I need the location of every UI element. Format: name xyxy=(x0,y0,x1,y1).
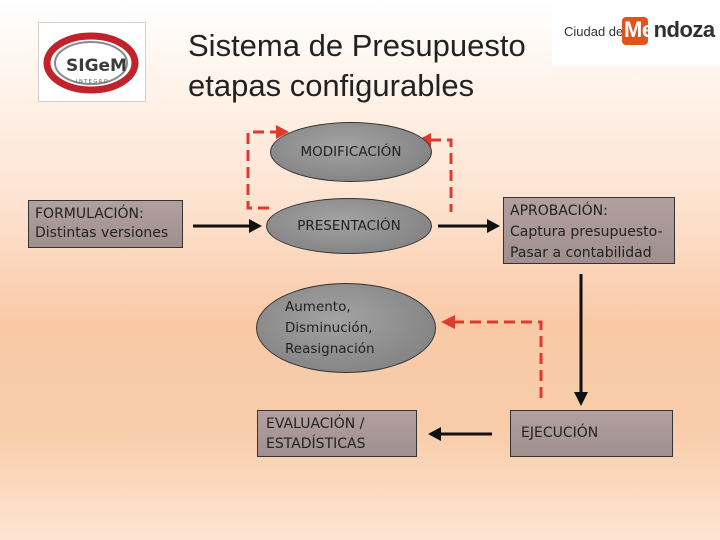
node-ajustes: Aumento, Disminución, Reasignación xyxy=(256,283,436,373)
aprobacion-line-3: Pasar a contabilidad xyxy=(510,245,652,261)
title-line-2: etapas configurables xyxy=(188,68,475,103)
node-ejecucion: EJECUCIÓN xyxy=(510,410,673,457)
mendoza-logo-highlight: Me xyxy=(624,17,654,42)
modificacion-label: MODIFICACIÓN xyxy=(300,143,402,160)
node-presentacion: PRESENTACIÓN xyxy=(266,198,432,254)
title-line-1: Sistema de Presupuesto xyxy=(188,28,526,63)
evaluacion-line-1: EVALUACIÓN / xyxy=(266,416,365,432)
sigem-logo: SIGeM INTEGRO xyxy=(38,22,146,102)
aprobacion-line-1: APROBACIÓN: xyxy=(510,203,608,219)
ejecucion-label: EJECUCIÓN xyxy=(521,425,599,441)
mendoza-logo-rest: ndoza xyxy=(653,17,716,42)
aprobacion-line-2: Captura presupuesto- xyxy=(510,224,663,240)
evaluacion-line-2: ESTADÍSTICAS xyxy=(266,436,366,452)
mendoza-logo-name: Mendoza xyxy=(624,17,715,43)
arrowhead-aprobacion-ejecucion xyxy=(574,392,588,406)
dashed-arrowhead-to-ajustes xyxy=(441,315,455,329)
dashed-arrow-to-ajustes xyxy=(455,320,543,398)
sigem-logo-graphic: SIGeM INTEGRO xyxy=(43,32,139,94)
dashed-arrow-to-modificacion xyxy=(246,130,277,210)
arrowhead-formulacion-presentacion xyxy=(249,219,262,233)
mendoza-logo-prefix: Ciudad de xyxy=(564,24,624,39)
mendoza-logo: Ciudad de Mendoza xyxy=(552,0,720,66)
ajustes-line-2: Disminución, xyxy=(285,319,373,336)
dashed-arrow-from-modificacion xyxy=(430,138,453,212)
formulacion-line-1: FORMULACIÓN: xyxy=(35,206,144,222)
ajustes-text: Aumento, Disminución, Reasignación xyxy=(285,297,375,360)
ajustes-line-1: Aumento, xyxy=(285,298,351,315)
node-evaluacion: EVALUACIÓN / ESTADÍSTICAS xyxy=(257,410,417,457)
dashed-arrowhead-to-modificacion xyxy=(276,125,289,139)
page-title: Sistema de Presupuesto etapas configurab… xyxy=(188,26,568,106)
node-aprobacion: APROBACIÓN: Captura presupuesto- Pasar a… xyxy=(503,197,675,264)
node-formulacion: FORMULACIÓN: Distintas versiones xyxy=(28,200,183,248)
mendoza-logo-badge xyxy=(622,17,648,45)
ajustes-line-3: Reasignación xyxy=(285,340,375,357)
arrowhead-ejecucion-evaluacion xyxy=(428,427,441,441)
node-modificacion: MODIFICACIÓN xyxy=(270,122,432,182)
presentacion-label: PRESENTACIÓN xyxy=(297,217,401,234)
sigem-logo-text: SIGeM xyxy=(66,56,127,76)
formulacion-line-2: Distintas versiones xyxy=(35,225,169,241)
sigem-logo-subtext: INTEGRO xyxy=(76,79,109,85)
arrowhead-presentacion-aprobacion xyxy=(487,219,500,233)
